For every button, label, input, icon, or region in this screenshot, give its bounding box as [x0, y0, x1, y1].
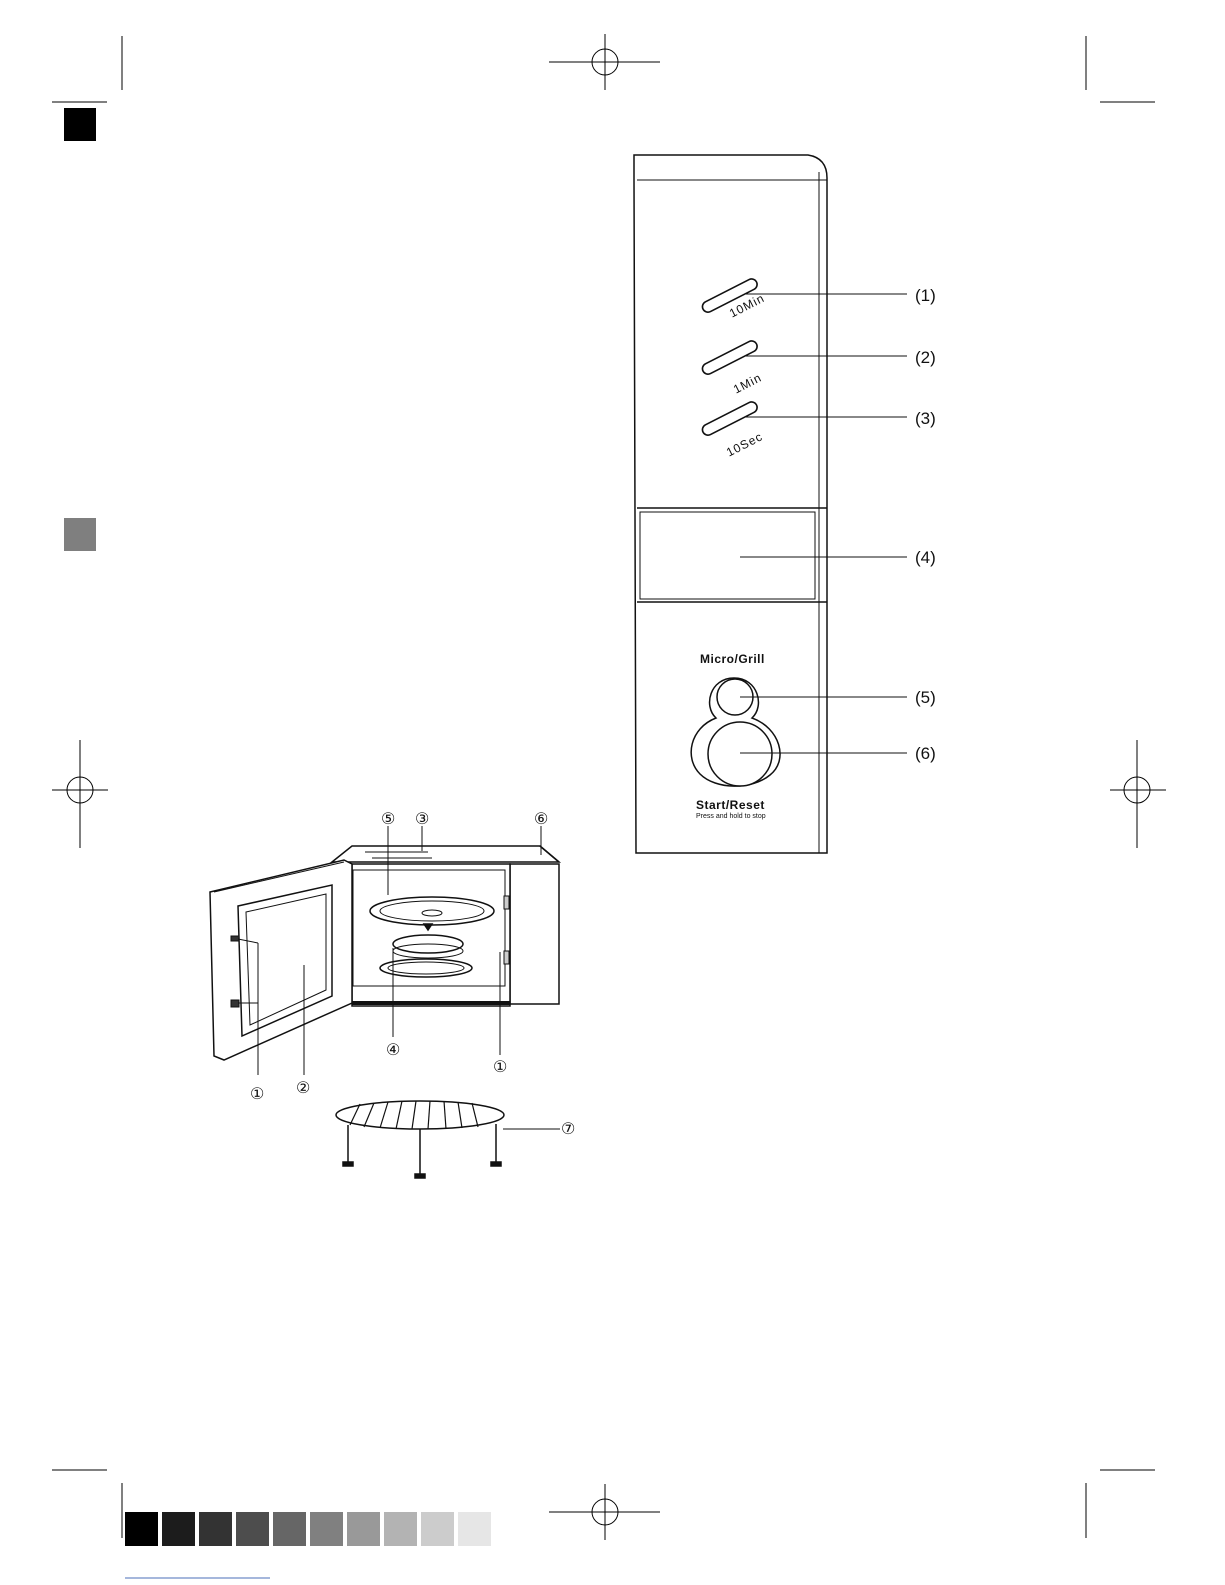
oven-label-3: ③: [415, 809, 429, 829]
oven-label-1-left: ①: [250, 1084, 264, 1104]
side-column: [510, 864, 559, 1004]
oven-label-7: ⑦: [561, 1119, 575, 1139]
oven-label-1-right: ①: [493, 1057, 507, 1077]
oven-label-4: ④: [386, 1040, 400, 1060]
cabinet-top: [332, 846, 559, 862]
oven-label-6: ⑥: [534, 809, 548, 829]
grill-rack: [336, 1101, 504, 1178]
oven-label-5: ⑤: [381, 809, 395, 829]
oven-label-2: ②: [296, 1078, 310, 1098]
